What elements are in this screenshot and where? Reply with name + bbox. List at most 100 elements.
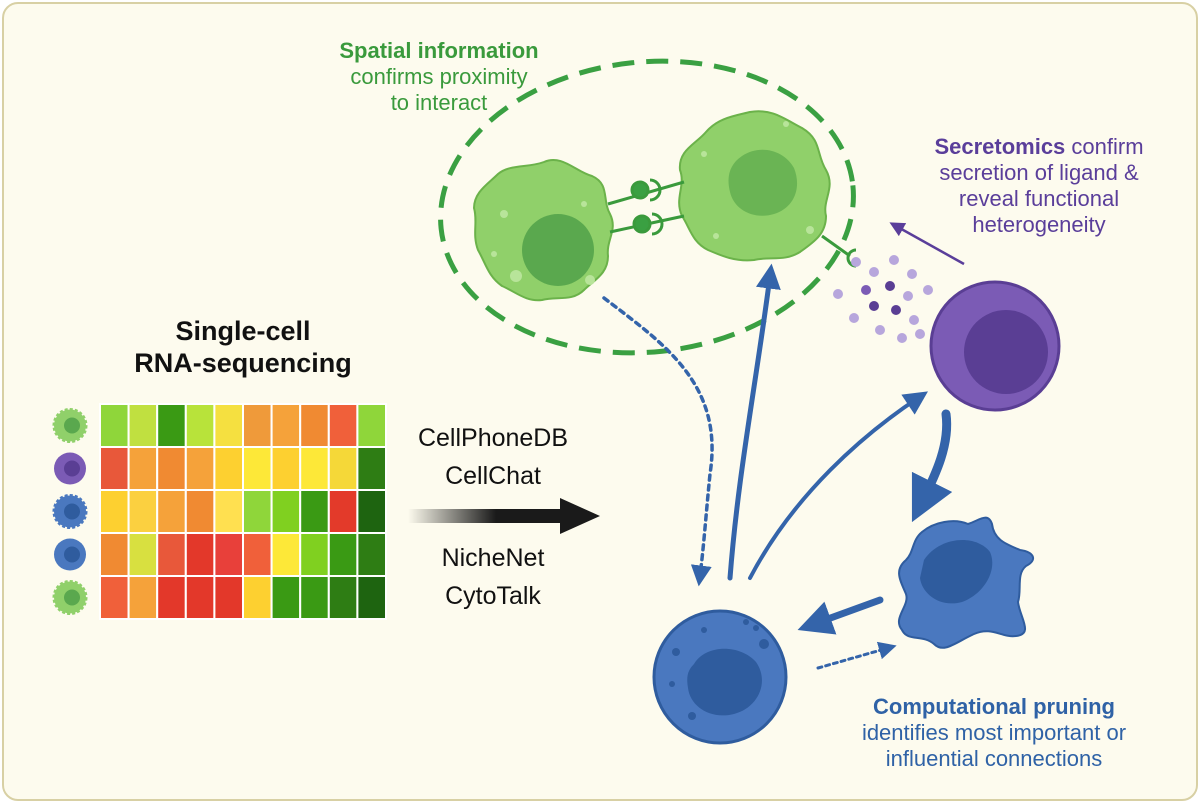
ligand-dot bbox=[891, 305, 901, 315]
diagram-canvas bbox=[52, 58, 1061, 745]
heatmap-cell bbox=[356, 403, 387, 448]
heatmap-cell bbox=[156, 532, 187, 577]
ligand-dot bbox=[851, 257, 861, 267]
expression-heatmap bbox=[99, 403, 387, 620]
ligand-dot bbox=[907, 269, 917, 279]
tool-cellchat: CellChat bbox=[445, 461, 541, 490]
pruning-line3: influential connections bbox=[885, 745, 1103, 771]
ligand-dot bbox=[885, 281, 895, 291]
heatmap-cell bbox=[327, 446, 359, 491]
scrna-title-line1: Single-cell bbox=[175, 316, 311, 346]
heatmap-cell bbox=[270, 489, 302, 534]
heatmap-cell bbox=[356, 446, 387, 491]
ligand-dot bbox=[861, 285, 871, 295]
ligand-dot bbox=[869, 267, 879, 277]
interaction-arrows bbox=[602, 263, 953, 670]
heatmap-cell bbox=[299, 575, 330, 620]
heatmap-cell bbox=[156, 489, 187, 534]
green-cell-left bbox=[472, 159, 614, 302]
heatmap-cell bbox=[156, 446, 187, 491]
ligand-dot bbox=[869, 301, 879, 311]
secretomics-annotation: Secretomics confirm secretion of ligand … bbox=[884, 134, 1194, 238]
arrow-green-to-blue-dotted bbox=[602, 296, 714, 587]
heatmap-cell bbox=[184, 532, 216, 577]
tools-list-top: CellPhoneDB CellChat bbox=[399, 420, 587, 495]
heatmap-cell bbox=[356, 532, 387, 577]
blue-round-cell bbox=[652, 609, 788, 745]
tool-nichenet: NicheNet bbox=[441, 544, 545, 572]
arrow-blue-to-green bbox=[727, 263, 781, 581]
spatial-heading: Spatial information bbox=[339, 38, 539, 63]
heatmap-cell bbox=[127, 489, 159, 534]
ligand-dot bbox=[889, 255, 899, 265]
heatmap-cell bbox=[327, 403, 359, 448]
heatmap-cell bbox=[270, 403, 302, 448]
heatmap-cell bbox=[127, 403, 159, 448]
ligand-dot bbox=[849, 313, 859, 323]
heatmap-cell bbox=[184, 575, 216, 620]
heatmap-cell bbox=[213, 489, 245, 534]
heatmap-cell bbox=[99, 489, 130, 534]
secretomics-heading: Secretomics bbox=[934, 134, 1066, 159]
ligand-dot bbox=[923, 285, 933, 295]
pruning-line2: identifies most important or bbox=[861, 719, 1127, 745]
blue-cell-icon bbox=[54, 538, 86, 571]
heatmap-cell bbox=[299, 532, 330, 577]
analysis-arrow bbox=[408, 498, 600, 534]
heatmap-cell bbox=[270, 575, 302, 620]
arrow-blue-to-dendritic-dotted bbox=[816, 641, 897, 670]
scrna-title: Single-cell RNA-sequencing bbox=[104, 316, 382, 380]
pruning-annotation: Computational pruning identifies most im… bbox=[824, 694, 1164, 772]
heatmap-cell bbox=[242, 575, 273, 620]
purple-cell bbox=[929, 280, 1061, 412]
green-cell-icon bbox=[52, 580, 88, 615]
secretomics-line1: Secretomics confirm bbox=[884, 134, 1194, 160]
heatmap-cell bbox=[99, 532, 130, 577]
heatmap-cell bbox=[356, 489, 387, 534]
heatmap-cell bbox=[327, 532, 359, 577]
secreted-ligand-dots bbox=[833, 255, 933, 343]
heatmap-cell bbox=[127, 575, 159, 620]
heatmap-cell bbox=[156, 575, 187, 620]
heatmap-cell bbox=[99, 446, 130, 491]
green-cell-right bbox=[678, 110, 831, 262]
heatmap-cell bbox=[299, 446, 330, 491]
receptor-ligand-pairs bbox=[607, 178, 857, 268]
arrow-purple-to-dendritic bbox=[911, 409, 953, 523]
heatmap-cell bbox=[213, 575, 245, 620]
heatmap-cell bbox=[184, 489, 216, 534]
secretomics-line3: reveal functional bbox=[958, 185, 1120, 211]
scrna-title-line2: RNA-sequencing bbox=[134, 347, 352, 378]
ligand-dot bbox=[903, 291, 913, 301]
secretomics-line1-rest: confirm bbox=[1065, 134, 1144, 159]
purple-cell-icon bbox=[54, 452, 86, 485]
pruning-heading: Computational pruning bbox=[873, 694, 1115, 719]
tools-list-bottom: NicheNet CytoTalk bbox=[399, 540, 587, 615]
spatial-proximity-ellipse bbox=[438, 58, 856, 356]
heatmap-cell bbox=[213, 532, 245, 577]
secretomics-line4: heterogeneity bbox=[972, 211, 1106, 237]
heatmap-cell bbox=[242, 532, 273, 577]
blue-dendritic-cell bbox=[897, 516, 1035, 649]
heatmap-cell bbox=[327, 489, 359, 534]
arrow-dendritic-to-blue bbox=[797, 596, 884, 635]
ligand-dot bbox=[875, 325, 885, 335]
ligand-dot bbox=[909, 315, 919, 325]
tool-cytotalk: CytoTalk bbox=[445, 581, 541, 610]
heatmap-row-cell-icons bbox=[52, 408, 88, 615]
spatial-annotation: Spatial information confirms proximity t… bbox=[299, 38, 579, 116]
heatmap-cell bbox=[156, 403, 187, 448]
heatmap-cell bbox=[299, 489, 330, 534]
heatmap-cell bbox=[270, 446, 302, 491]
heatmap-cell bbox=[184, 446, 216, 491]
ligand-dot bbox=[915, 329, 925, 339]
heatmap-cell bbox=[127, 446, 159, 491]
heatmap-cell bbox=[327, 575, 359, 620]
heatmap-cell bbox=[242, 403, 273, 448]
heatmap-cell bbox=[213, 403, 245, 448]
green-cell-icon bbox=[52, 408, 88, 443]
arrow-blue-to-purple bbox=[748, 391, 928, 580]
secretomics-line2: secretion of ligand & bbox=[939, 159, 1139, 185]
spatial-line2: confirms proximity bbox=[350, 63, 528, 89]
